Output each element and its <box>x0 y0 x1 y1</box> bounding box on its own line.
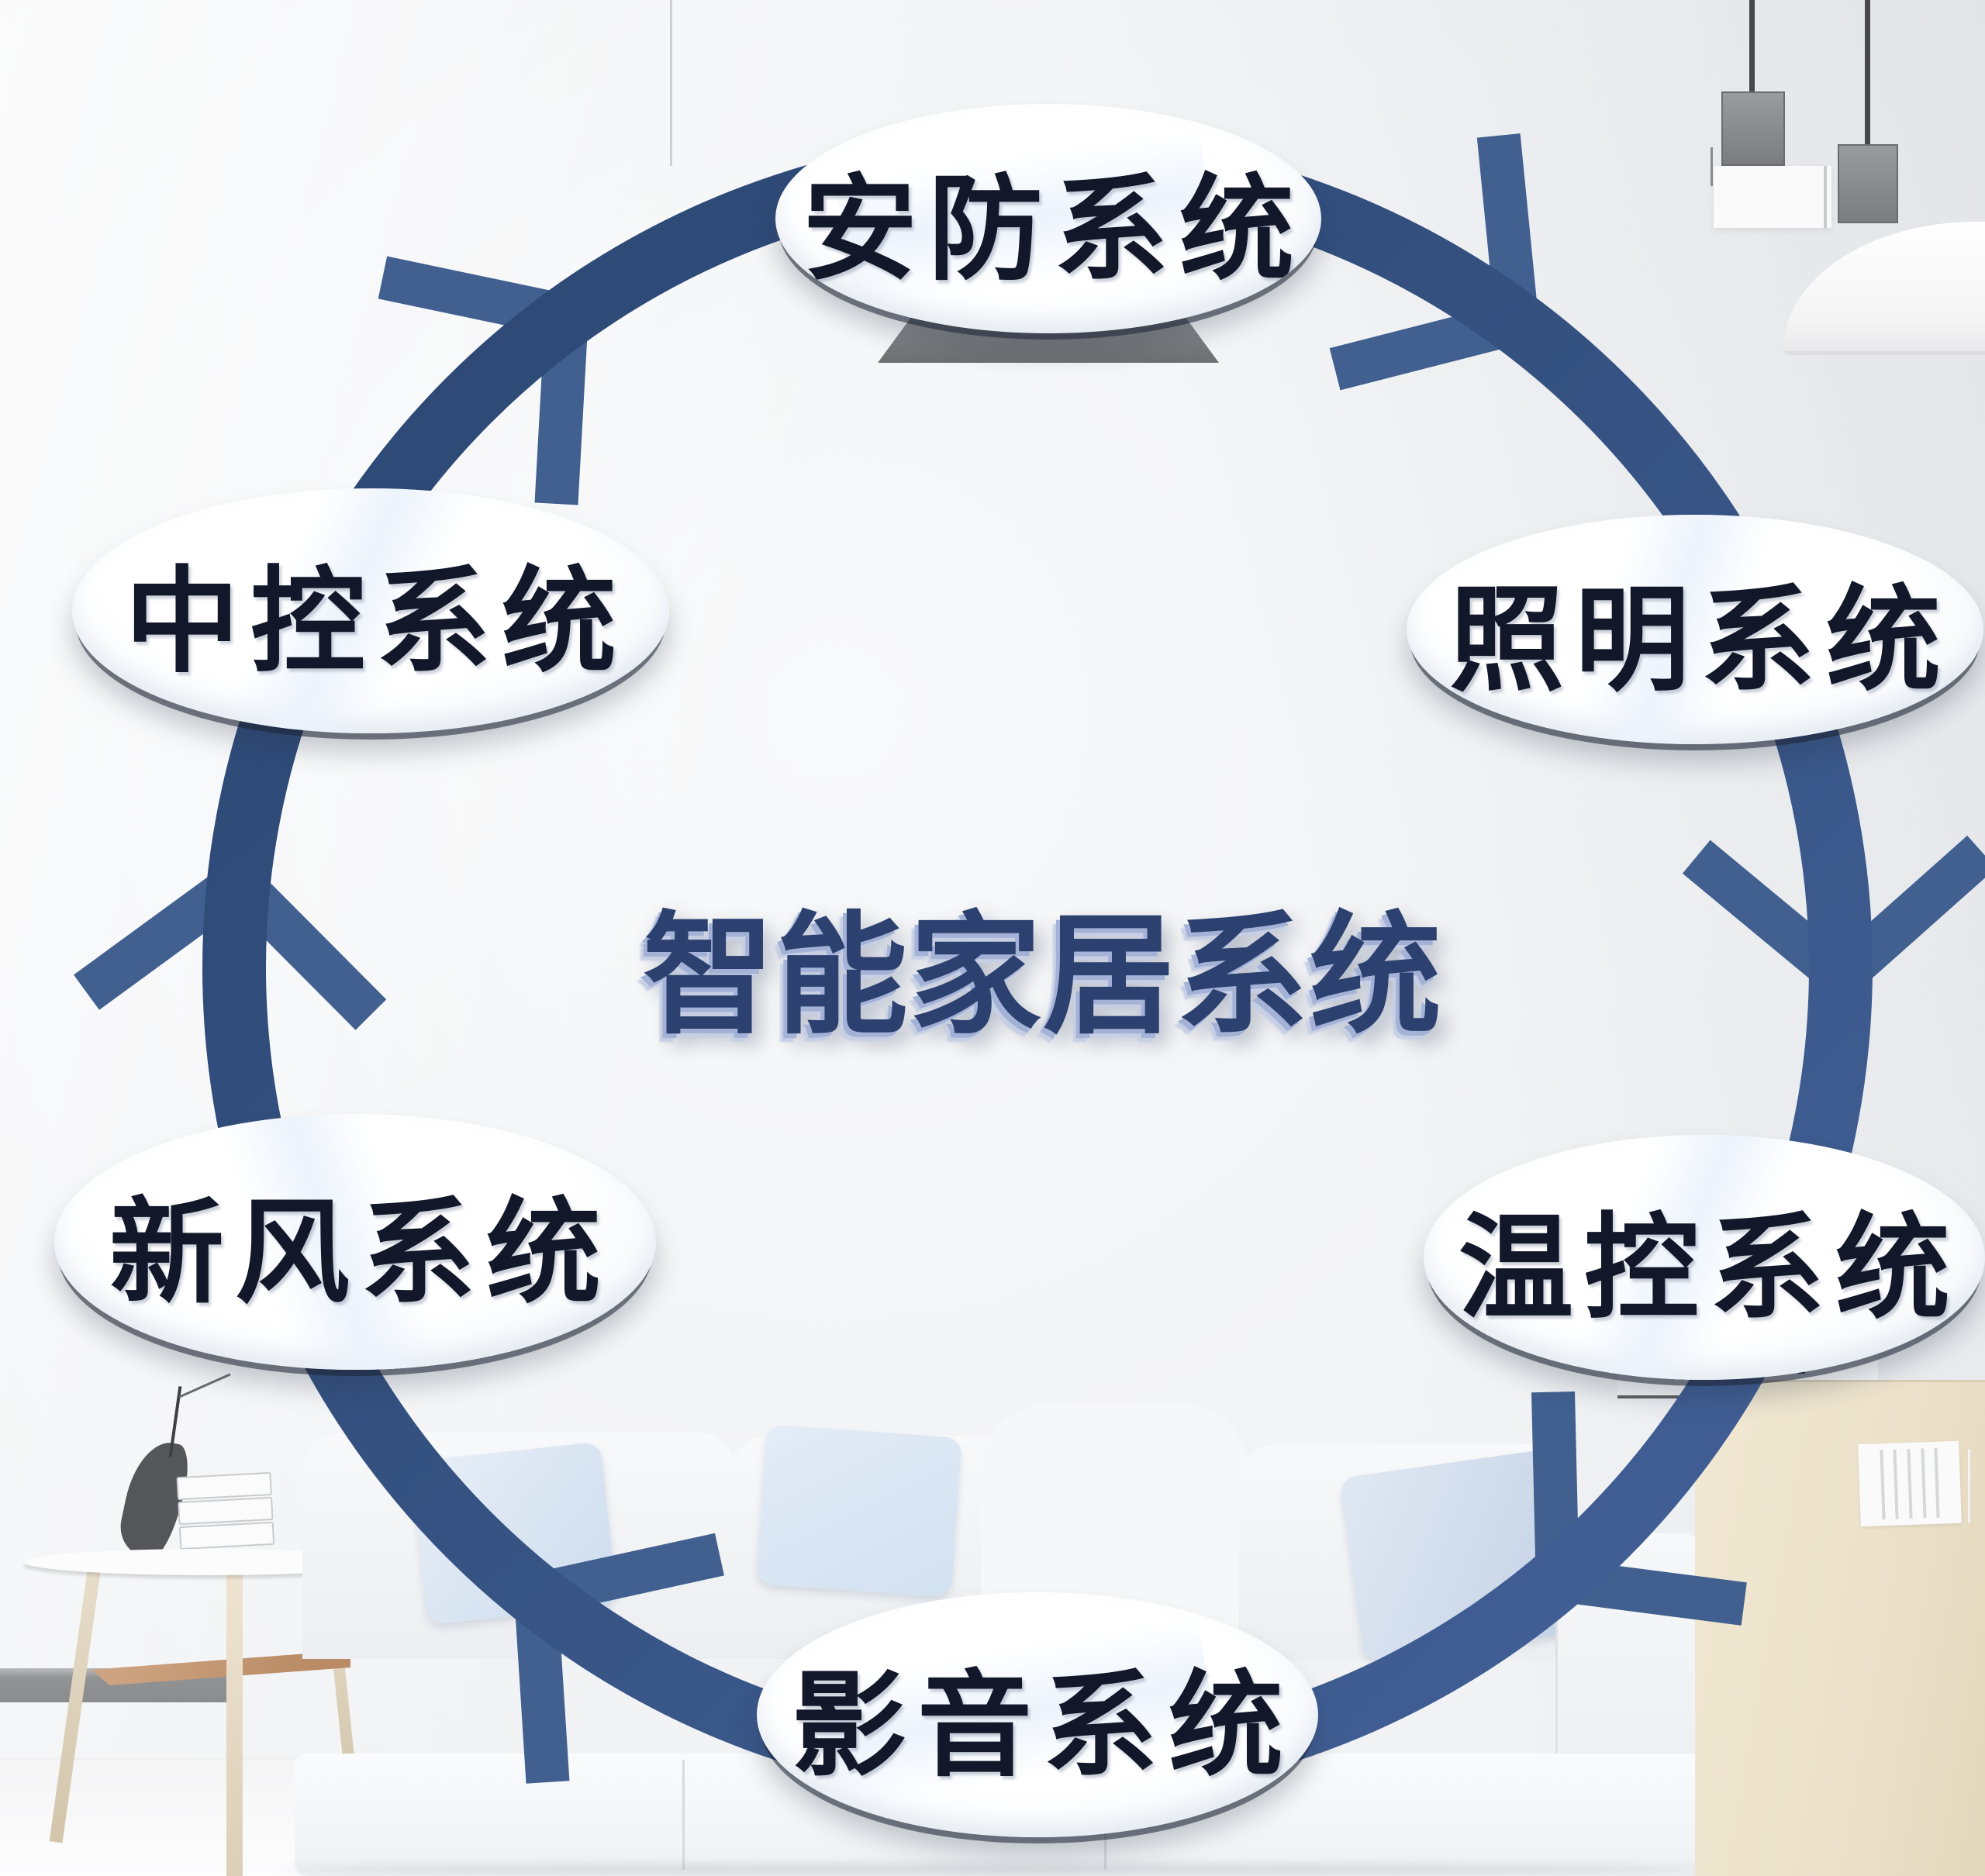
wall-hook <box>1711 147 1713 186</box>
node-label: 安防系统 <box>803 162 1305 296</box>
wall-corner-seam <box>670 0 672 166</box>
box-edge-line <box>1968 1449 1970 1523</box>
node-thermostat: 温控系统 <box>1424 1135 1985 1380</box>
node-label: 新风系统 <box>109 1185 612 1319</box>
pendant-lamp-panel <box>1714 166 1831 228</box>
table-leg <box>226 1571 243 1876</box>
center-title: 智能家居系统 <box>642 899 1443 1053</box>
sofa-shadow <box>279 1864 1721 1874</box>
pendant-lamp-rod <box>1865 0 1870 149</box>
cardboard-box <box>1695 1380 1985 1876</box>
node-security: 安防系统 <box>775 104 1321 333</box>
node-label: 温控系统 <box>1459 1201 1961 1335</box>
node-av: 影音系统 <box>757 1592 1318 1837</box>
pendant-lamp-shade <box>1838 144 1898 223</box>
node-fresh-air: 新风系统 <box>54 1114 656 1370</box>
pendant-lamp-panel-rod <box>1824 166 1827 228</box>
node-lighting: 照明系统 <box>1407 515 1983 744</box>
node-central-control: 中控系统 <box>72 488 669 733</box>
sofa-seat-seam <box>682 1760 685 1870</box>
node-label: 中控系统 <box>125 554 627 688</box>
node-label: 影音系统 <box>792 1658 1294 1792</box>
pendant-lamp-rod <box>1749 0 1755 96</box>
pendant-lamp-shade <box>1721 91 1785 166</box>
node-label: 照明系统 <box>1449 573 1952 707</box>
